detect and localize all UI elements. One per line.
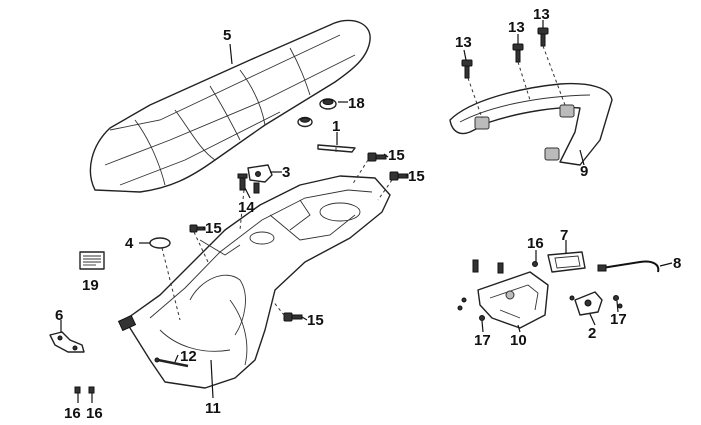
reflector-part <box>574 291 603 316</box>
luggage-light-wire-part <box>154 357 189 368</box>
lens-part <box>149 237 171 249</box>
nut-part <box>74 261 538 394</box>
label-sticker-part <box>79 251 105 270</box>
callout-17-right: 17 <box>610 311 627 328</box>
callout-19: 19 <box>82 277 99 294</box>
callout-6: 6 <box>55 307 63 324</box>
small-bolt-part <box>237 173 260 194</box>
callout-15-left: 15 <box>205 220 222 237</box>
callout-15-mid: 15 <box>408 168 425 185</box>
callout-13-left: 13 <box>455 34 472 51</box>
callout-9: 9 <box>580 163 588 180</box>
callout-15-bottom: 15 <box>307 312 324 329</box>
luggage-box-part <box>117 175 391 389</box>
callout-14: 14 <box>238 199 255 216</box>
leader-lines <box>60 20 673 403</box>
bolt-part <box>189 152 409 322</box>
callout-1: 1 <box>332 118 340 135</box>
callout-16-bottom-left: 16 <box>64 405 81 422</box>
fender-bracket-part <box>472 259 549 329</box>
callout-8: 8 <box>673 255 681 272</box>
callout-2: 2 <box>588 325 596 342</box>
callout-7: 7 <box>560 227 568 244</box>
seat-part <box>89 19 371 193</box>
callout-4: 4 <box>125 235 134 252</box>
seat-bumper-part <box>297 98 337 128</box>
small-screw-part <box>457 295 623 321</box>
callout-13-right: 13 <box>533 6 550 23</box>
callout-11: 11 <box>205 400 221 417</box>
callout-5: 5 <box>223 27 231 44</box>
callout-13-mid: 13 <box>508 19 525 36</box>
callout-18: 18 <box>348 95 365 112</box>
license-light-part <box>547 251 586 273</box>
callout-12: 12 <box>180 348 197 365</box>
rear-carrier-part <box>449 82 613 166</box>
carrier-bolt-part <box>461 27 549 79</box>
dashed-assembly-lines <box>161 45 566 321</box>
callout-3: 3 <box>282 164 290 181</box>
callout-10: 10 <box>510 332 527 349</box>
callout-16-bottom-right: 16 <box>86 405 103 422</box>
wire-harness-part <box>597 260 660 273</box>
latch-bracket-part <box>247 164 273 183</box>
callout-15-top: 15 <box>388 147 405 164</box>
callout-17-left: 17 <box>474 332 491 349</box>
hook-bracket-part <box>49 331 85 353</box>
callout-16-mid: 16 <box>527 235 544 252</box>
callout-labels: 5 18 1 3 14 15 15 15 15 4 13 13 13 9 7 1… <box>55 6 681 422</box>
seat-latch-part <box>317 144 356 153</box>
